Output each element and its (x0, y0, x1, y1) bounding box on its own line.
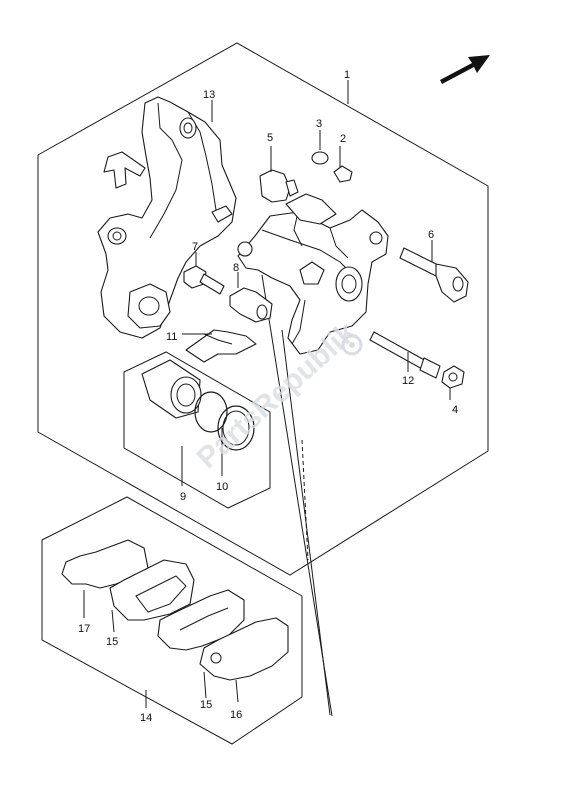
caliper-bracket (97, 96, 237, 339)
callout-13: 13 (203, 89, 215, 101)
callout-8: 8 (233, 262, 239, 274)
boot-5 (259, 169, 299, 203)
cap-4 (441, 365, 465, 389)
slide-pin-12 (369, 331, 441, 379)
pin-8 (229, 287, 273, 323)
bleeder-2 (333, 165, 353, 183)
pad-set-outline (41, 496, 303, 745)
callout-7: 7 (192, 241, 198, 253)
callout-16: 16 (230, 709, 242, 721)
seal-b (217, 405, 255, 451)
callout-15a: 15 (106, 636, 118, 648)
callout-1: 1 (344, 69, 350, 81)
caliper-assembly-outline (37, 42, 489, 576)
callout-labels: 1 2 3 4 5 6 7 8 9 10 11 12 13 14 15 15 1… (78, 69, 458, 724)
callout-10: 10 (216, 481, 228, 493)
callout-6: 6 (428, 229, 434, 241)
callout-14: 14 (140, 712, 152, 724)
slide-pin-6 (399, 247, 469, 303)
callout-5: 5 (267, 132, 273, 144)
cap-3 (311, 151, 329, 165)
piston-set-box (123, 351, 271, 509)
callout-4: 4 (452, 404, 458, 416)
spring-11 (185, 329, 257, 363)
seal-a (194, 391, 228, 433)
piston (141, 359, 202, 419)
connector-lines (261, 274, 333, 717)
pad-shim-16 (199, 617, 289, 681)
bolt-7 (183, 265, 225, 295)
arrow-up-right-icon (440, 55, 490, 84)
callout-9: 9 (180, 491, 186, 503)
brake-pad-15b (157, 589, 245, 651)
callout-15b: 15 (200, 699, 212, 711)
callout-3: 3 (316, 118, 322, 130)
callout-12: 12 (402, 375, 414, 387)
callout-2: 2 (340, 133, 346, 145)
gear-icon (341, 334, 363, 356)
caliper-body (237, 193, 389, 355)
brake-pad-15a (109, 559, 195, 621)
leader-lines (83, 80, 451, 708)
callout-11: 11 (166, 331, 177, 343)
callout-17: 17 (78, 623, 90, 635)
